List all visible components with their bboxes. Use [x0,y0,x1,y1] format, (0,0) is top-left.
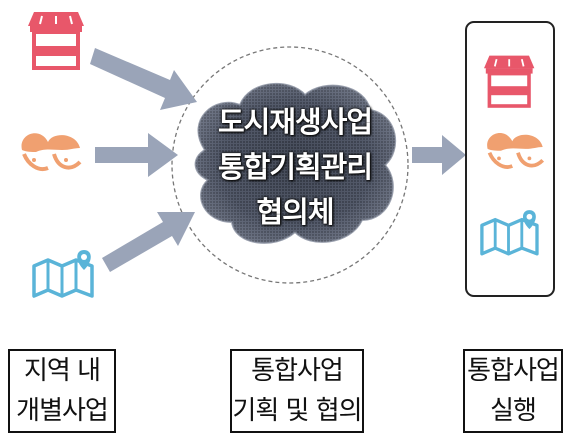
label-planning-consultation: 통합사업 기획 및 협의 [230,349,364,433]
arrow-center-to-execution [412,135,466,175]
arrow-map-to-center [102,212,195,272]
council-title: 도시재생사업 통합기획관리 협의체 [190,100,400,235]
council-title-line-2: 통합기획관리 [217,150,373,184]
label-integrated-execution-line-2: 실행 [490,396,537,426]
label-planning-consultation-line-1: 통합사업 [251,356,344,386]
store-icon [28,12,84,70]
people-icon [487,133,545,169]
label-local-projects-line-2: 개별사업 [16,396,109,426]
center-cloud [194,82,397,244]
label-local-projects-line-1: 지역 내 [23,356,101,386]
arrow-store-to-center [90,48,197,110]
council-title-line-3: 협의체 [256,195,334,229]
label-local-projects: 지역 내 개별사업 [8,349,116,433]
center-dashed-circle [171,46,409,284]
label-integrated-execution: 통합사업 실행 [463,349,563,433]
council-title-line-1: 도시재생사업 [217,105,373,139]
store-icon [484,55,535,108]
people-icon [21,133,82,171]
arrow-people-to-center [95,133,178,177]
map-icon [480,210,539,256]
map-icon [32,250,94,298]
label-integrated-execution-line-1: 통합사업 [467,356,560,386]
label-planning-consultation-line-2: 기획 및 협의 [232,396,362,426]
